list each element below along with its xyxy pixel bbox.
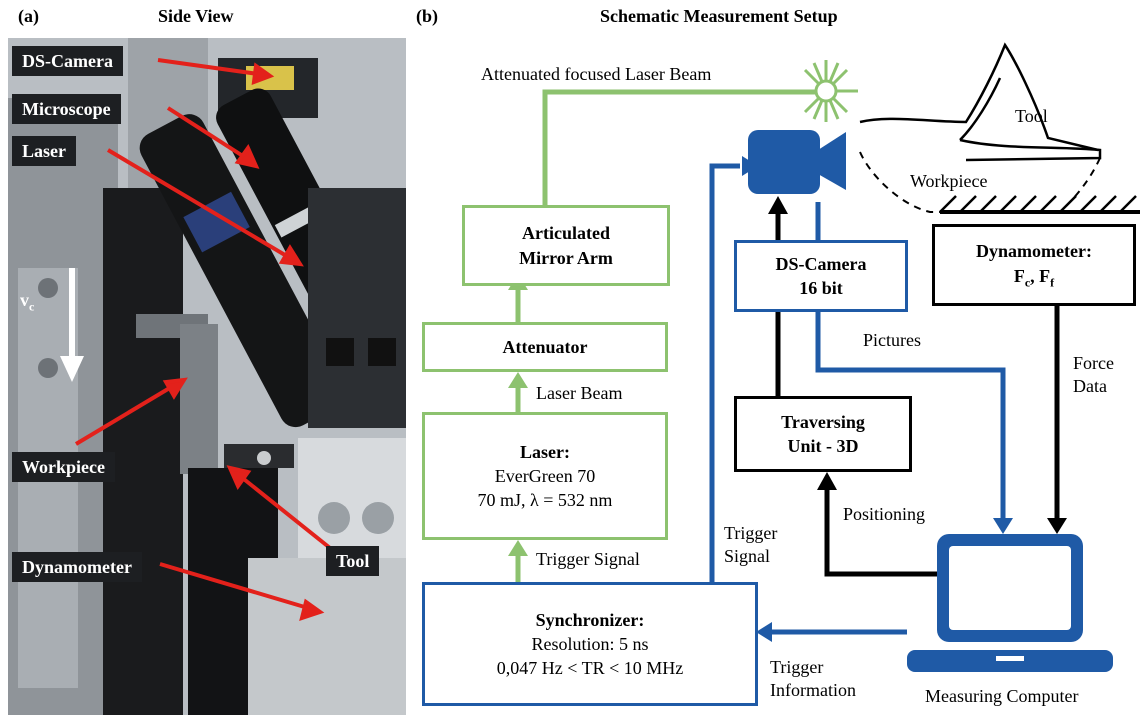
force-data-line1: Force	[1073, 353, 1114, 373]
tag-vc-sub: c	[29, 299, 35, 314]
workpiece-label: Workpiece	[910, 171, 988, 191]
measuring-computer-label: Measuring Computer	[925, 686, 1079, 706]
mirror-arm-line1: Articulated	[522, 223, 610, 244]
tag-ds-camera: DS-Camera	[12, 46, 123, 76]
trigger-signal-label: Trigger Signal	[536, 549, 640, 569]
synchronizer-resolution: Resolution: 5 ns	[531, 633, 649, 654]
panel-a-label: (a)	[18, 6, 39, 26]
tool-sketch	[859, 42, 1102, 162]
synchronizer-box: Synchronizer: Resolution: 5 ns 0,047 Hz …	[422, 582, 758, 706]
attenuator-label: Attenuator	[502, 336, 588, 357]
panel-b-label: (b)	[416, 6, 438, 26]
synchronizer-range: 0,047 Hz < TR < 10 MHz	[496, 658, 684, 679]
photo-illustration	[8, 38, 406, 715]
trigger-signal-vertical-label: Trigger Signal	[724, 522, 777, 569]
panel-b-title: Schematic Measurement Setup	[600, 6, 838, 26]
trigger-signal-v-line2: Signal	[724, 546, 771, 567]
ds-camera-line1: DS-Camera	[775, 253, 867, 274]
camera-icon	[748, 130, 846, 194]
dynamometer-forces: Fc, Ff	[1014, 264, 1054, 291]
dynamometer-box: Dynamometer: Fc, Ff	[932, 224, 1136, 306]
force-ff-sub: f	[1050, 275, 1055, 290]
mirror-arm-line2: Mirror Arm	[519, 247, 613, 268]
traversing-line1: Traversing	[781, 411, 865, 432]
workpiece-dashed-edge	[859, 151, 940, 213]
ground-hatching	[939, 195, 1137, 213]
laser-box: Laser: EverGreen 70 70 mJ, λ = 532 nm	[422, 412, 668, 540]
pictures-label: Pictures	[863, 330, 921, 350]
force-fc-letter: F	[1013, 265, 1025, 286]
side-view-photo: DS-Camera Microscope Laser vc Workpiece …	[8, 38, 406, 715]
force-separator: ,	[1030, 265, 1040, 286]
dynamometer-title: Dynamometer:	[976, 241, 1092, 262]
tag-tool: Tool	[326, 546, 380, 576]
force-data-line2: Data	[1073, 376, 1107, 397]
tool-label: Tool	[1015, 106, 1048, 126]
force-fc-sub: c	[1024, 275, 1031, 290]
trigger-signal-v-line1: Trigger	[724, 523, 778, 543]
force-ff-letter: F	[1039, 265, 1051, 286]
ds-camera-box: DS-Camera 16 bit	[734, 240, 908, 312]
beam-label: Attenuated focused Laser Beam	[481, 64, 712, 84]
tag-vc: vc	[20, 290, 34, 315]
laser-box-spec: 70 mJ, λ = 532 nm	[477, 490, 613, 511]
attenuator-box: Attenuator	[422, 322, 668, 372]
laser-box-title: Laser:	[520, 441, 570, 462]
tag-microscope: Microscope	[12, 94, 121, 124]
tag-vc-letter: v	[20, 290, 29, 310]
positioning-label: Positioning	[843, 504, 926, 524]
trigger-information-label: Trigger Information	[770, 656, 856, 703]
trigger-info-line1: Trigger	[770, 657, 824, 677]
tag-dynamometer: Dynamometer	[12, 552, 142, 582]
traversing-unit-box: Traversing Unit - 3D	[734, 396, 912, 472]
trigger-info-line2: Information	[770, 680, 856, 701]
tag-laser: Laser	[12, 136, 76, 166]
laser-beam-label: Laser Beam	[536, 383, 623, 403]
synchronizer-title: Synchronizer:	[535, 609, 645, 630]
laser-box-model: EverGreen 70	[494, 465, 596, 486]
traversing-line2: Unit - 3D	[787, 436, 859, 456]
tag-workpiece: Workpiece	[12, 452, 115, 482]
mirror-arm-box: Articulated Mirror Arm	[462, 205, 670, 286]
laptop-icon	[907, 534, 1113, 672]
panel-a-title: Side View	[158, 6, 234, 26]
force-data-label: Force Data	[1073, 352, 1114, 399]
ds-camera-line2: 16 bit	[799, 278, 843, 298]
